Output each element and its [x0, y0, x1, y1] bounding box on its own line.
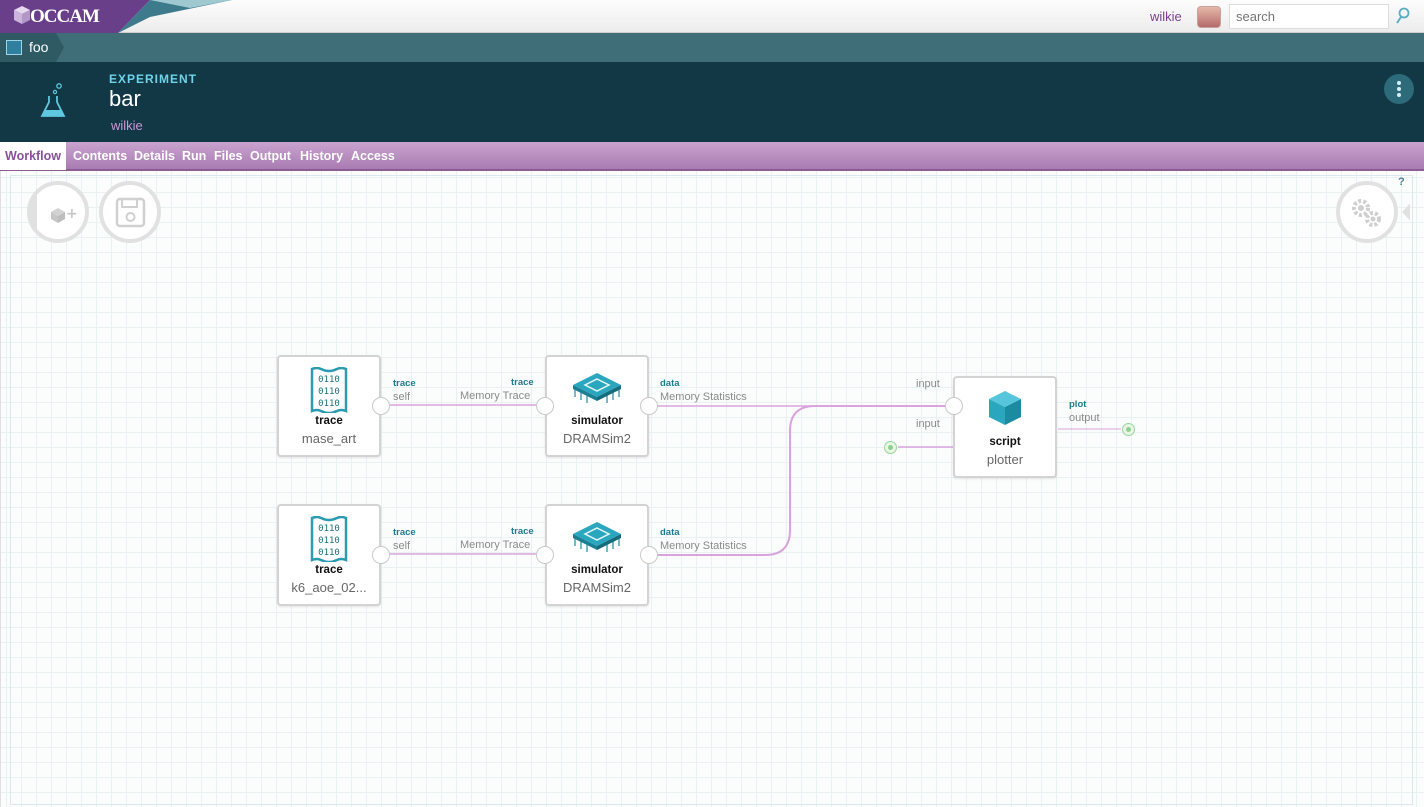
workflow-node-simulator-2[interactable]: simulator DRAMSim2: [545, 504, 649, 606]
port-label: trace: [511, 526, 534, 537]
binary-file-icon: 0110 0110 0110: [279, 515, 379, 567]
port-sublabel: Memory Statistics: [660, 391, 747, 403]
save-icon: [115, 197, 146, 228]
port-sublabel: Memory Statistics: [660, 540, 747, 552]
avatar[interactable]: [1197, 6, 1221, 28]
port-label: trace: [393, 527, 416, 538]
svg-text:0110: 0110: [318, 548, 340, 558]
tab-files[interactable]: Files: [214, 149, 243, 163]
owner-link[interactable]: wilkie: [111, 118, 143, 133]
port-sublabel: output: [1069, 412, 1100, 424]
node-name-label: DRAMSim2: [563, 431, 631, 446]
binary-file-icon: 0110 0110 0110: [279, 366, 379, 418]
svg-text:+: +: [66, 206, 78, 222]
input-port[interactable]: [536, 397, 554, 415]
workflow-node-simulator-1[interactable]: simulator DRAMSim2: [545, 355, 649, 457]
logo[interactable]: OCCAM: [0, 0, 240, 33]
node-name-label: mase_art: [301, 431, 357, 446]
chip-icon: [547, 516, 647, 561]
cube-logo-icon: [14, 6, 30, 24]
tab-bar: Workflow Contents Details Run Files Outp…: [0, 142, 1424, 171]
workflow-node-trace-1[interactable]: 0110 0110 0110 trace mase_art: [277, 355, 381, 457]
object-header: EXPERIMENT bar wilkie: [0, 62, 1424, 142]
node-name-label: DRAMSim2: [563, 580, 631, 595]
node-name-label: k6_aoe_02...: [291, 580, 367, 595]
add-object-button[interactable]: +: [27, 181, 89, 243]
port-sublabel: input: [916, 418, 940, 430]
node-type-label: trace: [315, 415, 343, 427]
input-port[interactable]: [536, 546, 554, 564]
username-link[interactable]: wilkie: [1150, 9, 1182, 24]
add-object-icon: +: [31, 195, 78, 229]
tab-contents[interactable]: Contents: [73, 149, 128, 163]
input-port[interactable]: [945, 397, 963, 415]
node-type-label: script: [989, 436, 1021, 448]
chip-icon: [547, 367, 647, 412]
tab-history[interactable]: History: [300, 149, 344, 163]
workset-icon: [6, 40, 22, 55]
port-label: data: [660, 378, 680, 389]
svg-text:0110: 0110: [318, 399, 340, 409]
output-port[interactable]: [640, 397, 658, 415]
logo-banner: [0, 0, 232, 33]
node-type-label: trace: [315, 564, 343, 576]
output-port[interactable]: [372, 397, 390, 415]
logo-text: OCCAM: [30, 6, 100, 27]
search-icon[interactable]: [1395, 7, 1411, 25]
tab-details[interactable]: Details: [134, 149, 175, 163]
node-type-label: simulator: [571, 564, 623, 576]
port-sublabel: Memory Trace: [460, 539, 531, 551]
output-port[interactable]: [372, 546, 390, 564]
cube-icon: [955, 388, 1055, 433]
save-button[interactable]: [99, 181, 161, 243]
configure-button[interactable]: [1336, 181, 1410, 243]
kebab-menu-icon[interactable]: [1384, 74, 1414, 104]
tab-output[interactable]: Output: [250, 149, 291, 163]
svg-text:0110: 0110: [318, 536, 340, 546]
breadcrumb: foo: [0, 33, 1424, 62]
object-type: EXPERIMENT: [109, 72, 198, 86]
workflow-node-trace-2[interactable]: 0110 0110 0110 trace k6_aoe_02...: [277, 504, 381, 606]
tab-workflow[interactable]: Workflow: [0, 142, 67, 170]
breadcrumb-item-foo[interactable]: foo: [0, 33, 64, 62]
workflow-node-script[interactable]: script plotter: [953, 376, 1057, 478]
port-label: trace: [511, 377, 534, 388]
top-bar: OCCAM wilkie: [0, 0, 1424, 33]
tab-run[interactable]: Run: [182, 149, 207, 163]
svg-text:0110: 0110: [318, 375, 340, 385]
input-port-unconnected[interactable]: [884, 441, 897, 454]
node-name-label: plotter: [986, 452, 1024, 467]
port-sublabel: input: [916, 378, 940, 390]
configure-gears-icon: [1352, 199, 1410, 227]
help-icon[interactable]: ?: [1398, 176, 1405, 188]
port-sublabel: self: [393, 540, 411, 552]
breadcrumb-label: foo: [29, 39, 49, 55]
port-label: plot: [1069, 399, 1087, 410]
page-title: bar: [109, 86, 141, 111]
workflow-canvas[interactable]: [0, 171, 1424, 807]
svg-text:0110: 0110: [318, 524, 340, 534]
port-sublabel: Memory Trace: [460, 390, 531, 402]
search-input[interactable]: [1229, 4, 1389, 29]
port-label: data: [660, 527, 680, 538]
node-type-label: simulator: [571, 415, 623, 427]
flask-icon: [40, 83, 66, 117]
port-label: trace: [393, 378, 416, 389]
output-port[interactable]: [640, 546, 658, 564]
port-sublabel: self: [393, 391, 411, 403]
tab-access[interactable]: Access: [351, 149, 395, 163]
output-port-unconnected[interactable]: [1122, 423, 1135, 436]
svg-text:0110: 0110: [318, 387, 340, 397]
